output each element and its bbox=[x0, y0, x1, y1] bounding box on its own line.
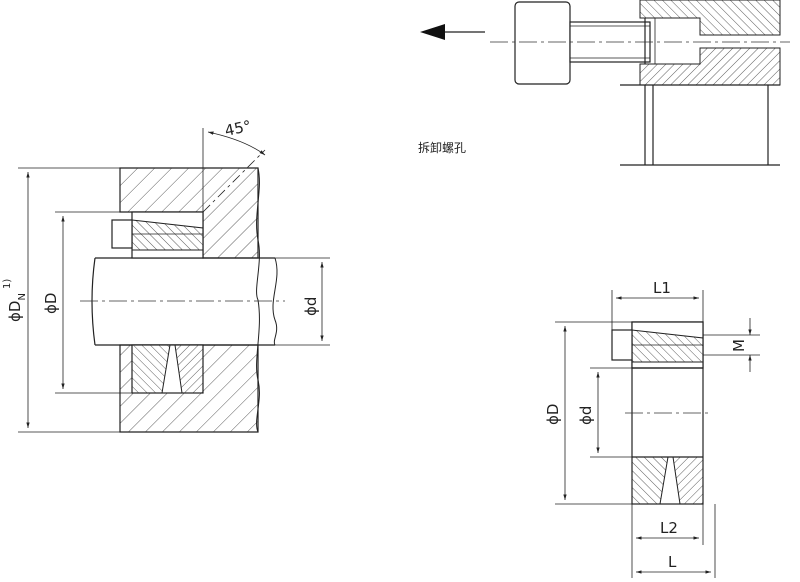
shaft bbox=[91, 257, 275, 346]
disassembly-hole-note: 拆卸螺孔 bbox=[418, 140, 466, 155]
l1-label: L1 bbox=[653, 279, 671, 297]
svg-text:ϕd: ϕd bbox=[302, 297, 320, 316]
unit-d-outer-label: ϕD bbox=[544, 404, 562, 425]
svg-text:ϕD: ϕD bbox=[544, 404, 562, 425]
ring-lower-left bbox=[131, 344, 171, 394]
break-line bbox=[256, 167, 260, 433]
svg-text:ϕD: ϕD bbox=[42, 293, 60, 314]
shaft-break bbox=[272, 257, 278, 346]
unit-view bbox=[555, 290, 760, 578]
d-outer-label: ϕD bbox=[42, 293, 60, 314]
bolt-upper bbox=[111, 219, 133, 249]
ring-lower-right bbox=[174, 344, 204, 394]
svg-text:M: M bbox=[730, 339, 748, 352]
angle-label: 45° bbox=[223, 117, 253, 140]
svg-text:ϕd: ϕd bbox=[577, 406, 595, 425]
unit-d-inner-label: ϕd bbox=[577, 406, 595, 425]
m-label: M bbox=[730, 339, 748, 352]
disassembly-view bbox=[420, 0, 790, 166]
assembly-section bbox=[18, 128, 330, 433]
arrow-left-icon bbox=[420, 24, 445, 40]
l2-label: L2 bbox=[660, 519, 678, 537]
d-shaft-label: ϕd bbox=[302, 297, 320, 316]
svg-text:ϕDN1): ϕDN1) bbox=[2, 279, 28, 322]
dn-label: ϕDN1) bbox=[2, 279, 28, 322]
l-label: L bbox=[668, 553, 677, 571]
